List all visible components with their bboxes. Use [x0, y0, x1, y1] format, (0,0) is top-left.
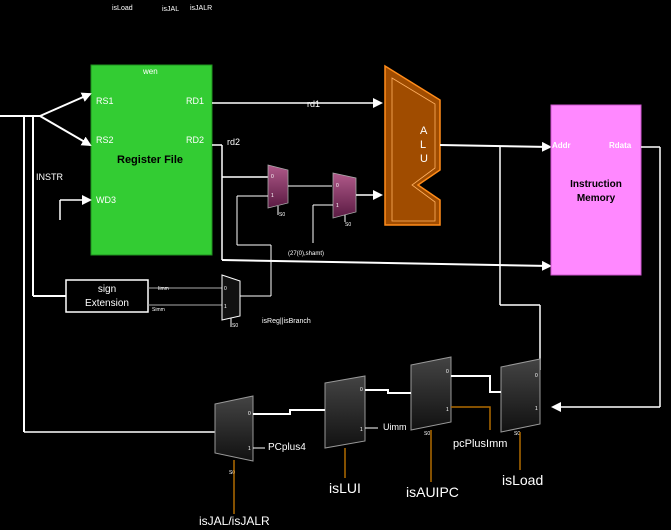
instruction-memory-block: [550, 104, 642, 276]
shamt-wire: [312, 204, 346, 243]
wire-label-shamt: (27(0),shamt): [288, 251, 324, 257]
imm-mux-in0: 0: [224, 286, 227, 292]
mux-isauipc-sel: S0: [424, 431, 430, 437]
mux-islui-in0: 0: [360, 387, 363, 393]
wire-label-rd2: rd2: [227, 137, 240, 147]
wire-label-pcplusimm: pcPlusImm: [453, 438, 507, 450]
instruction-memory-title-1: Instruction: [570, 179, 622, 190]
mux-isauipc: [410, 356, 452, 431]
instruction-memory-title-2: Memory: [577, 193, 616, 204]
mux1-in0: 0: [271, 174, 274, 180]
register-file-rs2: RS2: [96, 135, 114, 145]
imm-mux-in1: 1: [224, 304, 227, 310]
register-file-block: [90, 64, 213, 256]
operand-mux-1: [267, 164, 289, 209]
top-label-isjalr: isJALR: [190, 5, 212, 12]
mux2-in1: 1: [336, 203, 339, 209]
wire-label-instr: INSTR: [36, 172, 64, 182]
wire-label-simm: Simm: [152, 307, 165, 313]
alu-out-wire: [439, 141, 552, 370]
register-file-wd3: WD3: [96, 195, 116, 205]
alu-inner-outline: [391, 77, 436, 222]
imm-wires: [148, 287, 222, 306]
register-file-rs1: RS1: [96, 96, 114, 106]
imm-mux-sel: S0: [232, 323, 238, 329]
sign-extension-line2: Extension: [85, 298, 129, 309]
muxb-to-muxa-wire: [253, 409, 325, 415]
muxc-to-muxb-wire: [365, 389, 411, 394]
instr-bus: [0, 92, 215, 433]
mux-isauipc-in1: 1: [446, 407, 449, 413]
select-label-islui: isLUI: [329, 480, 361, 496]
rd2-wire: [212, 144, 552, 271]
register-file-wen: wen: [142, 67, 158, 76]
mux2-in0: 0: [336, 183, 339, 189]
register-file-rd1: RD1: [186, 96, 204, 106]
select-label-isload: isLoad: [502, 472, 543, 488]
mux-islui: [324, 375, 366, 449]
wire-label-uimm: Uimm: [383, 422, 407, 432]
instruction-memory-addr: Addr: [552, 141, 571, 150]
mux1-sel: S0: [279, 212, 285, 218]
mux1-in1: 1: [271, 193, 274, 199]
operand-mux-2: [332, 172, 357, 219]
alu-letter-u: U: [420, 153, 428, 165]
mux-isjal-in1: 1: [248, 446, 251, 452]
alu-letter-l: L: [420, 139, 426, 151]
select-label-isjal-isjalr: isJAL/isJALR: [199, 514, 270, 528]
muxd-to-muxc-wire: [451, 375, 501, 393]
mux-isload-in1: 1: [535, 406, 538, 412]
wire-label-isreg-isbranch: isReg||isBranch: [262, 318, 311, 325]
select-label-isauipc: isAUIPC: [406, 484, 459, 500]
mux-isjal-sel: S0: [229, 470, 235, 476]
alu-letter-a: A: [420, 125, 428, 137]
wire-label-pcplus4: PCplus4: [268, 442, 306, 453]
wd3-wire: [59, 195, 92, 220]
top-label-isjal: isJAL: [162, 6, 179, 13]
mux-isload-sel: S0: [514, 431, 520, 437]
instruction-memory-rdata: Rdata: [609, 141, 632, 150]
alu-block: [384, 64, 441, 226]
mux-islui-in1: 1: [360, 427, 363, 433]
imm-to-mux1-wire: [236, 195, 272, 297]
sign-extension-line1: sign: [98, 284, 116, 295]
pcplusimm-wire: [451, 406, 491, 430]
mux2-sel: S0: [345, 222, 351, 228]
wire-label-rd1: rd1: [307, 99, 320, 109]
rdata-wire: [551, 146, 661, 412]
wire-label-iimm: Iimm: [158, 286, 169, 292]
top-label-isload: isLoad: [112, 5, 133, 12]
mux-isjal: [214, 395, 254, 462]
mux-isjal-in0: 0: [248, 411, 251, 417]
register-file-title: Register File: [117, 154, 183, 166]
register-file-rd2: RD2: [186, 135, 204, 145]
imm-select-mux: [221, 274, 241, 321]
mux1-to-mux2-wire: [277, 185, 332, 215]
mux-isload: [500, 358, 541, 433]
mux-isauipc-in0: 0: [446, 369, 449, 375]
sign-extension-block: [65, 279, 149, 313]
mux-isload-in0: 0: [535, 373, 538, 379]
